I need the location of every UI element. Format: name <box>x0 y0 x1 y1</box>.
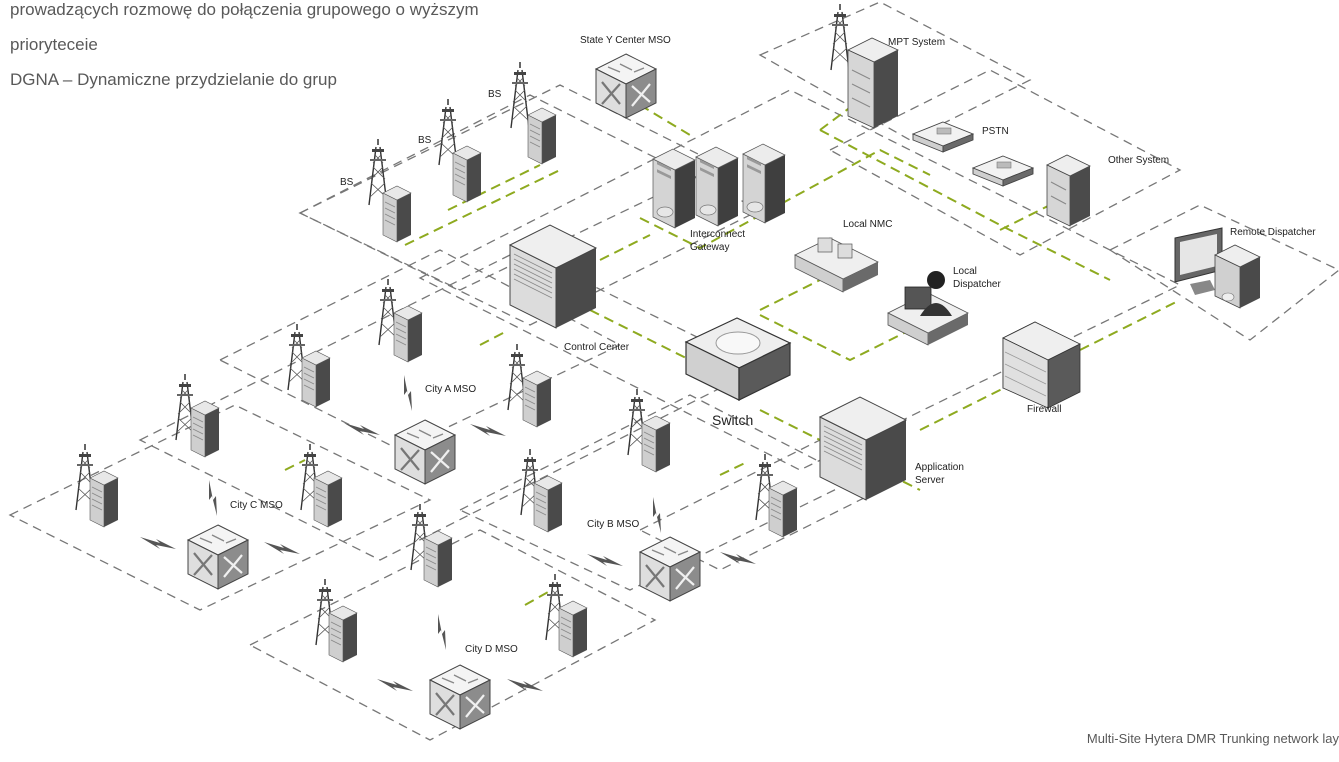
remote-dispatcher-workstation <box>1174 227 1261 309</box>
rack-icon <box>190 400 220 458</box>
other-system-cabinet <box>1046 154 1091 227</box>
bolt-icon <box>470 424 506 436</box>
bolt-icon <box>653 497 661 533</box>
server-icon <box>695 146 739 227</box>
bolt-icon <box>438 614 446 650</box>
rack-icon <box>89 470 119 528</box>
rack-icon <box>452 145 482 203</box>
mpt-system-label: MPT System <box>888 37 945 48</box>
rack-icon <box>301 350 331 408</box>
rack-icon <box>313 470 343 528</box>
switch-device <box>684 317 792 401</box>
server-icon <box>742 143 786 224</box>
local-nmc-console <box>794 237 879 293</box>
city-a-mso-label: City A MSO <box>425 384 476 395</box>
interconnect-gateway-label-2: Gateway <box>690 242 729 253</box>
intro-line-3: DGNA – Dynamiczne przydzielanie do grup <box>10 70 337 89</box>
bolt-icon <box>377 679 413 691</box>
phone-icon <box>972 155 1034 187</box>
rack-icon <box>328 605 358 663</box>
rack-icon <box>768 480 798 538</box>
rack-icon <box>558 600 588 658</box>
bolt-icon <box>507 679 543 691</box>
cabinet-icon <box>819 396 907 501</box>
zone-remote <box>1108 204 1339 341</box>
zone-city-d <box>248 529 657 741</box>
cabinet-icon <box>509 224 597 329</box>
rack-icon <box>522 370 552 428</box>
rack-icon <box>393 305 423 363</box>
bs-label-1: BS <box>340 177 354 188</box>
zone-external <box>828 69 1182 256</box>
person-icon <box>927 271 945 289</box>
phone-icon <box>912 121 974 153</box>
zone-city-c <box>8 404 432 611</box>
firewall-icon <box>1002 321 1081 409</box>
local-dispatcher-label-2: Dispatcher <box>953 279 1001 290</box>
zones <box>8 1 1339 741</box>
zone-cities-outer <box>138 249 762 561</box>
control-center-label: Control Center <box>564 342 630 353</box>
pstn-label: PSTN <box>982 126 1009 137</box>
local-dispatcher-desk <box>887 271 969 346</box>
tower-icon <box>830 3 850 71</box>
bs-label-3: BS <box>488 89 502 100</box>
rack-icon <box>527 107 557 165</box>
rack-icon <box>533 475 563 533</box>
intro-line-2: prioryteceie <box>10 35 98 54</box>
rack-icon <box>641 415 671 473</box>
application-server-label-2: Server <box>915 475 945 486</box>
city-b-mso-label: City B MSO <box>587 519 639 530</box>
mpt-cabinet <box>847 37 899 129</box>
state-y-center-mso-label: State Y Center MSO <box>580 35 671 46</box>
bolt-icon <box>264 542 300 554</box>
zone-mpt <box>758 1 1032 141</box>
bolt-icon <box>404 375 412 411</box>
mso-switch-icon <box>186 523 250 591</box>
bs-label-2: BS <box>418 135 432 146</box>
mso-switch-icon <box>638 535 702 603</box>
city-c-mso-label: City C MSO <box>230 500 283 511</box>
server-icon <box>652 148 696 229</box>
bolt-icon <box>587 554 623 566</box>
local-dispatcher-label-1: Local <box>953 266 977 277</box>
remote-dispatcher-label: Remote Dispatcher <box>1230 227 1316 238</box>
rack-icon <box>382 185 412 243</box>
bs-site-3 <box>510 61 557 165</box>
bolt-icon <box>344 423 380 435</box>
city-d-mso-label: City D MSO <box>465 644 518 655</box>
bolt-icon <box>720 552 756 564</box>
mso-switch-icon <box>428 663 492 731</box>
bolt-icon <box>209 480 217 516</box>
tower-icon <box>510 61 530 129</box>
application-server-label-1: Application <box>915 462 964 473</box>
firewall-label: Firewall <box>1027 404 1061 415</box>
rack-icon <box>423 530 453 588</box>
mso-switch-icon <box>393 418 457 486</box>
bolt-icon <box>140 537 176 549</box>
local-nmc-label: Local NMC <box>843 219 892 230</box>
figure-caption: Multi-Site Hytera DMR Trunking network l… <box>1086 731 1339 746</box>
switch-label: Switch <box>712 412 753 428</box>
intro-line-1: prowadzących rozmowę do połączenia grupo… <box>10 0 479 19</box>
bs-site-1 <box>368 138 412 243</box>
bs-site-2 <box>438 98 482 203</box>
other-system-label: Other System <box>1108 155 1169 166</box>
interconnect-gateway-label-1: Interconnect <box>690 229 745 240</box>
